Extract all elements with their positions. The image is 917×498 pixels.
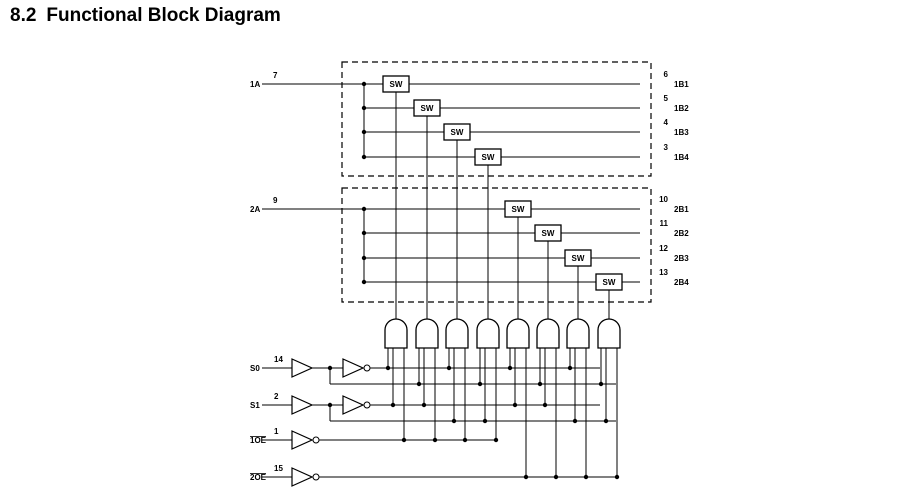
- junction-dot: [477, 381, 483, 387]
- switch-block-1-border: [341, 61, 652, 177]
- a-input-pin-9: 9: [273, 196, 278, 205]
- inverter-bubble: [363, 364, 371, 372]
- control-pin-1: 1: [274, 427, 279, 436]
- b-output-label-1b2: 1B2: [674, 104, 689, 113]
- and-gate-6: [536, 318, 560, 349]
- b-output-pin-10: 10: [659, 195, 668, 204]
- junction-dot: [542, 402, 548, 408]
- switch-label: SW: [390, 80, 403, 89]
- switch-1b1: SW: [382, 75, 410, 93]
- junction-dot: [361, 154, 367, 160]
- b-output-label-1b3: 1B3: [674, 128, 689, 137]
- switch-label: SW: [451, 128, 464, 137]
- section-heading: 8.2 Functional Block Diagram: [10, 5, 291, 27]
- junction-dot: [603, 418, 609, 424]
- switch-1b3: SW: [443, 123, 471, 141]
- a-input-label-2a: 2A: [250, 205, 260, 214]
- switch-2b2: SW: [534, 224, 562, 242]
- junction-dot: [572, 418, 578, 424]
- buffer-triangle: [291, 430, 314, 450]
- inverter-triangle: [342, 358, 365, 378]
- junction-dot: [537, 381, 543, 387]
- section-title: Functional Block Diagram: [46, 5, 281, 26]
- b-output-pin-5: 5: [664, 94, 669, 103]
- b-output-label-2b2: 2B2: [674, 229, 689, 238]
- inverter-bubble: [312, 473, 320, 481]
- junction-dot: [361, 105, 367, 111]
- buffer-triangle: [291, 467, 314, 487]
- switch-label: SW: [542, 229, 555, 238]
- switch-label: SW: [572, 254, 585, 263]
- b-output-label-2b3: 2B3: [674, 254, 689, 263]
- control-label-s1: S1: [250, 401, 260, 410]
- junction-dot: [421, 402, 427, 408]
- junction-dot: [390, 402, 396, 408]
- b-output-pin-6: 6: [664, 70, 669, 79]
- b-output-pin-4: 4: [664, 118, 669, 127]
- control-label-1oe: 1OE: [250, 436, 267, 445]
- and-gate-3: [445, 318, 469, 349]
- and-gate-5: [506, 318, 530, 349]
- switch-label: SW: [421, 104, 434, 113]
- control-pin-15: 15: [274, 464, 283, 473]
- b-output-pin-13: 13: [659, 268, 668, 277]
- and-gate-2: [415, 318, 439, 349]
- junction-dot: [361, 129, 367, 135]
- inverter-bubble: [312, 436, 320, 444]
- junction-dot: [598, 381, 604, 387]
- junction-dot: [567, 365, 573, 371]
- control-label-2oe: 2OE: [250, 473, 267, 482]
- junction-dot: [512, 402, 518, 408]
- switch-2b3: SW: [564, 249, 592, 267]
- inverter-bubble: [363, 401, 371, 409]
- junction-dot: [385, 365, 391, 371]
- junction-dot: [416, 381, 422, 387]
- a-input-label-1a: 1A: [250, 80, 260, 89]
- b-output-pin-12: 12: [659, 244, 668, 253]
- and-gate-1: [384, 318, 408, 349]
- b-output-pin-3: 3: [664, 143, 669, 152]
- junction-dot: [451, 418, 457, 424]
- b-output-label-2b4: 2B4: [674, 278, 689, 287]
- switch-1b2: SW: [413, 99, 441, 117]
- inverter-triangle: [342, 395, 365, 415]
- switch-1b4: SW: [474, 148, 502, 166]
- junction-dot: [446, 365, 452, 371]
- switch-label: SW: [482, 153, 495, 162]
- b-output-pin-11: 11: [660, 219, 669, 228]
- b-output-label-1b4: 1B4: [674, 153, 689, 162]
- switch-label: SW: [512, 205, 525, 214]
- and-gate-8: [597, 318, 621, 349]
- junction-dot: [507, 365, 513, 371]
- switch-block-2-border: [341, 187, 652, 303]
- switch-2b1: SW: [504, 200, 532, 218]
- buffer-triangle: [291, 358, 314, 378]
- switch-2b4: SW: [595, 273, 623, 291]
- switch-label: SW: [603, 278, 616, 287]
- control-label-s0: S0: [250, 364, 260, 373]
- junction-dot: [482, 418, 488, 424]
- control-pin-14: 14: [274, 355, 283, 364]
- junction-dot: [361, 255, 367, 261]
- section-number: 8.2: [10, 5, 37, 26]
- buffer-triangle: [291, 395, 314, 415]
- b-output-label-2b1: 2B1: [674, 205, 689, 214]
- junction-dot: [361, 230, 367, 236]
- and-gate-7: [566, 318, 590, 349]
- a-input-pin-7: 7: [273, 71, 278, 80]
- junction-dot: [361, 279, 367, 285]
- and-gate-4: [476, 318, 500, 349]
- control-pin-2: 2: [274, 392, 279, 401]
- b-output-label-1b1: 1B1: [674, 80, 689, 89]
